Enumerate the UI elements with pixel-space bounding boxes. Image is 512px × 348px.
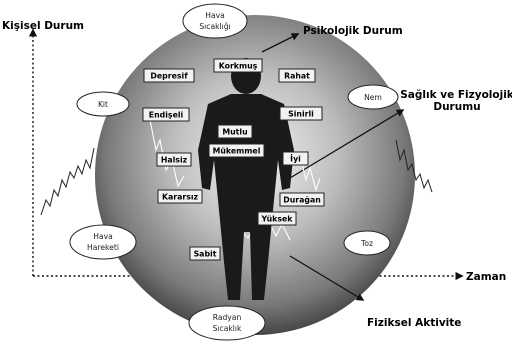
state-korkmus-label: Korkmuş	[219, 62, 258, 71]
psychological-label: Psikolojik Durum	[303, 25, 403, 37]
health-label-line2: Durumu	[433, 101, 480, 113]
state-endiseli-label: Endişeli	[149, 111, 184, 120]
trend-left	[41, 148, 94, 215]
state-iyi: İyi	[283, 152, 308, 165]
health-label-line1: Sağlık ve Fizyolojik	[400, 89, 512, 101]
factor-right-bottom-label: Toz	[360, 239, 373, 248]
factor-left-bottom-oval	[70, 225, 136, 259]
state-korkmus: Korkmuş	[214, 59, 262, 72]
factor-bottom-oval	[189, 306, 265, 340]
factor-bottom-line2: Sıcaklık	[213, 324, 242, 333]
state-yuksek-label: Yüksek	[261, 215, 294, 224]
factor-left-bottom-line1: Hava	[93, 232, 113, 241]
state-depresif: Depresif	[144, 69, 194, 82]
x-axis-label: Zaman	[466, 271, 506, 283]
state-sinirli: Sinirli	[280, 107, 322, 120]
state-mukemmel-label: Mükemmel	[213, 147, 261, 156]
state-sabit: Sabit	[190, 247, 220, 260]
state-duragan: Durağan	[280, 193, 324, 206]
state-rahat: Rahat	[279, 69, 315, 82]
state-depresif-label: Depresif	[150, 72, 188, 81]
state-sabit-label: Sabit	[194, 250, 217, 259]
factor-left-bottom: Hava Hareketi	[70, 225, 136, 259]
state-rahat-label: Rahat	[284, 72, 310, 81]
factor-right-bottom: Toz	[344, 231, 390, 255]
state-mukemmel: Mükemmel	[209, 144, 264, 157]
state-duragan-label: Durağan	[283, 196, 321, 205]
state-kararsiz-label: Kararsız	[162, 193, 199, 202]
state-endiseli: Endişeli	[143, 108, 189, 121]
factor-left-bottom-line2: Hareketi	[87, 243, 119, 252]
state-mutlu: Mutlu	[218, 125, 252, 138]
state-yuksek: Yüksek	[258, 212, 296, 225]
factor-top-oval	[183, 4, 247, 38]
factor-right-top: Nem	[348, 85, 398, 109]
factor-top-line2: Sıcaklığı	[199, 22, 230, 31]
state-iyi-label: İyi	[290, 155, 301, 164]
factor-top-line1: Hava	[205, 11, 225, 20]
state-halsiz-label: Halsiz	[161, 156, 188, 165]
factor-bottom-line1: Radyan	[213, 313, 242, 322]
factor-bottom: Radyan Sıcaklık	[189, 306, 265, 340]
y-axis-label: Kişisel Durum	[2, 20, 84, 32]
factor-right-top-label: Nem	[364, 93, 382, 102]
state-mutlu-label: Mutlu	[222, 128, 247, 137]
state-sinirli-label: Sinirli	[288, 110, 314, 119]
state-halsiz: Halsiz	[157, 153, 191, 166]
factor-left-top: Kit	[77, 92, 129, 116]
state-kararsiz: Kararsız	[158, 190, 202, 203]
physical-label: Fiziksel Aktivite	[367, 317, 461, 329]
factor-left-top-label: Kit	[98, 100, 108, 109]
factor-top: Hava Sıcaklığı	[183, 4, 247, 38]
